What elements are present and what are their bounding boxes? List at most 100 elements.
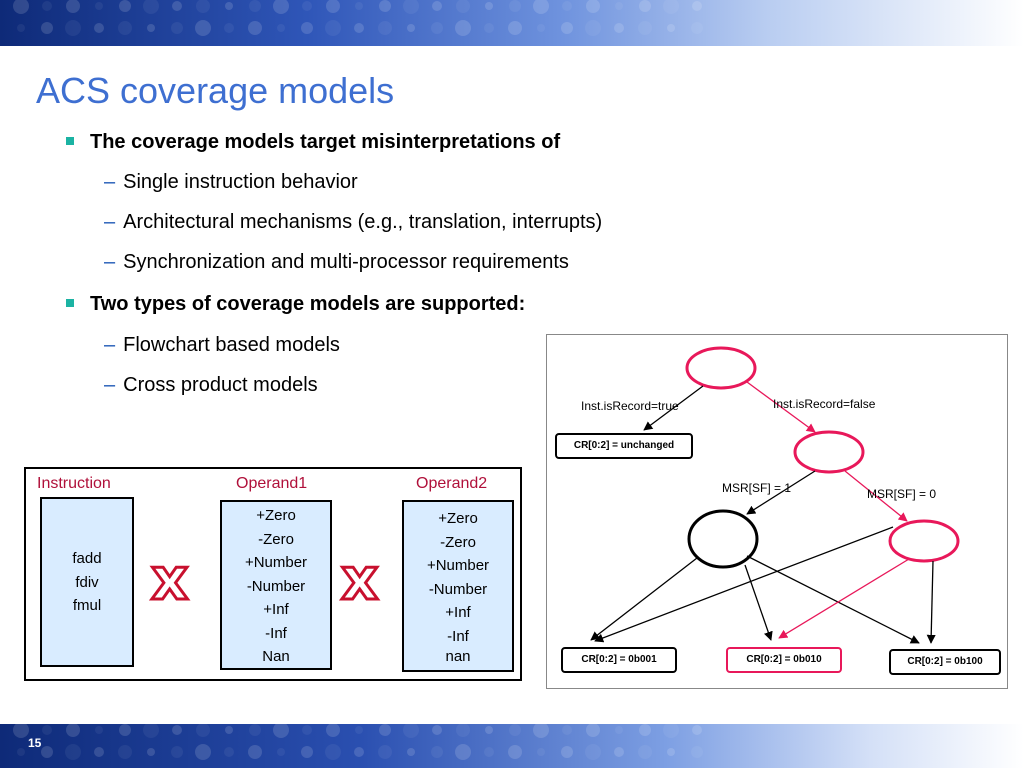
decor-circle xyxy=(667,748,675,756)
edge-record-false xyxy=(746,381,816,433)
bullet-text: The coverage models target misinterpreta… xyxy=(90,131,561,153)
decor-circle xyxy=(41,746,53,758)
decor-circle xyxy=(692,725,702,735)
decor-circle xyxy=(94,747,104,757)
decor-circle xyxy=(354,23,364,33)
operand2-list: +Zero -Zero +Number -Number +Inf -Inf na… xyxy=(402,500,514,672)
decor-circle xyxy=(42,1,52,11)
list-item: -Inf xyxy=(265,624,287,642)
sub-bullet-text: Architectural mechanisms (e.g., translat… xyxy=(123,211,603,233)
list-item: -Zero xyxy=(440,533,476,551)
list-item: fdiv xyxy=(75,573,99,591)
square-bullet-icon xyxy=(66,136,74,145)
decor-circle xyxy=(225,2,233,10)
decor-circle xyxy=(172,1,182,11)
decor-circle xyxy=(691,22,703,34)
slide-number: 15 xyxy=(28,736,42,750)
decor-circle xyxy=(533,0,549,14)
decor-circle xyxy=(325,20,341,36)
bullet-coverage-target: The coverage models target misinterpreta… xyxy=(66,131,560,154)
square-bullet-icon xyxy=(66,298,74,307)
decor-circle xyxy=(41,22,53,34)
edge-sf0-to-0b010 xyxy=(778,558,910,639)
flowchart-graphics xyxy=(590,346,960,644)
decor-circle xyxy=(639,724,651,736)
list-item: -Number xyxy=(428,580,488,598)
edge-sf1-to-0b010 xyxy=(744,564,773,641)
decor-circle xyxy=(484,23,494,33)
decor-circle xyxy=(456,724,470,737)
decor-circle xyxy=(456,0,470,13)
sub-bullet-text: Cross product models xyxy=(123,374,318,396)
decor-circle xyxy=(432,1,442,11)
instruction-list: fadd fdiv fmul xyxy=(40,497,134,667)
decor-circle xyxy=(431,22,443,34)
flowchart-node-msr xyxy=(793,430,865,474)
footer-circle-pattern xyxy=(13,724,703,760)
decor-circle xyxy=(95,726,103,734)
list-item: +Number xyxy=(426,557,490,574)
sub-bullet: –Synchronization and multi-processor req… xyxy=(104,251,569,274)
instruction-column-label: Instruction xyxy=(37,475,111,492)
decor-circle xyxy=(273,0,289,14)
decor-circle xyxy=(378,745,392,759)
sub-bullet: –Architectural mechanisms (e.g., transla… xyxy=(104,211,602,234)
decor-circle xyxy=(196,724,210,737)
decor-circle xyxy=(692,1,702,11)
decor-circle xyxy=(614,23,624,33)
decor-circle xyxy=(171,22,183,34)
decor-circle xyxy=(326,724,340,737)
decor-circle xyxy=(586,724,600,737)
sub-bullet: –Cross product models xyxy=(104,374,318,397)
flowchart-node-root xyxy=(685,346,757,390)
decor-circle xyxy=(325,744,341,760)
decor-circle xyxy=(248,745,262,759)
decor-circle xyxy=(273,724,289,738)
cross-operator-icon: x xyxy=(339,545,379,613)
dash-icon: – xyxy=(104,171,116,193)
decor-circle xyxy=(485,2,493,10)
decor-circle xyxy=(379,724,391,736)
dash-icon: – xyxy=(104,334,116,356)
decor-circle xyxy=(171,746,183,758)
operand1-column-label: Operand1 xyxy=(236,475,308,492)
decor-circle xyxy=(431,746,443,758)
decor-circle xyxy=(66,0,80,13)
edge-label: MSR[SF] = 0 xyxy=(867,487,937,501)
decor-circle xyxy=(484,747,494,757)
flowchart-diagram: Inst.isRecord=true Inst.isRecord=false M… xyxy=(546,334,1008,689)
decor-circle xyxy=(355,2,363,10)
decor-circle xyxy=(639,0,651,12)
list-item: +Zero xyxy=(438,510,478,527)
decor-circle xyxy=(326,0,340,13)
list-item: nan xyxy=(445,648,471,665)
decor-circle xyxy=(663,724,679,738)
decor-circle xyxy=(378,21,392,35)
decor-circle xyxy=(562,725,572,735)
dash-icon: – xyxy=(104,211,116,233)
decor-circle xyxy=(455,744,471,760)
decor-circle xyxy=(537,24,545,32)
edge-record-true xyxy=(643,385,704,431)
decor-circle xyxy=(585,744,601,760)
decor-circle xyxy=(614,747,624,757)
decor-circle xyxy=(147,748,155,756)
sub-bullet-text: Flowchart based models xyxy=(123,334,340,356)
decor-circle xyxy=(147,24,155,32)
decor-circle xyxy=(277,748,285,756)
decor-circle xyxy=(403,724,419,738)
cross-operator-icon: x xyxy=(149,545,189,613)
decor-circle xyxy=(94,23,104,33)
flowchart-node-sf1 xyxy=(687,509,759,569)
decor-circle xyxy=(691,746,703,758)
decor-circle xyxy=(508,21,522,35)
edge-sf1-to-0b100 xyxy=(746,555,920,644)
decor-circle xyxy=(509,0,521,12)
result-box-unchanged: CR[0:2] = unchanged xyxy=(555,433,693,459)
decor-circle xyxy=(249,0,261,12)
decor-circle xyxy=(118,745,132,759)
list-item: +Zero xyxy=(256,507,296,524)
decor-circle xyxy=(301,22,313,34)
decor-circle xyxy=(562,1,572,11)
dash-icon: – xyxy=(104,251,116,273)
